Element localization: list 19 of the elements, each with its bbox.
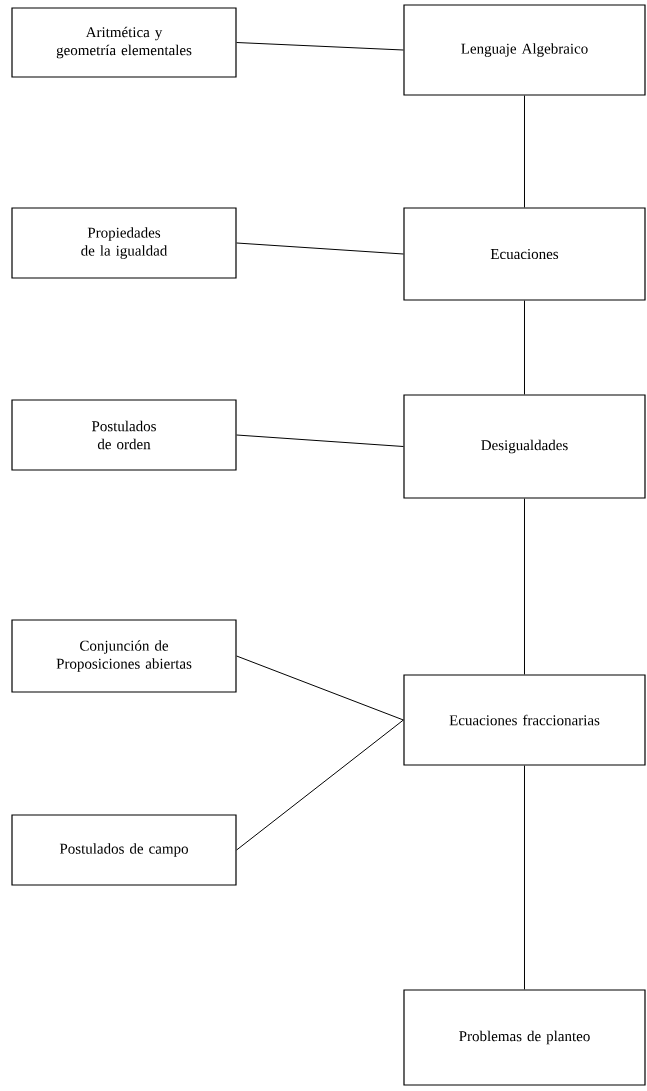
connector-line — [236, 42, 404, 51]
concept-box: Postulados de campo — [11, 814, 237, 886]
concept-box: Postulados de orden — [11, 399, 237, 471]
concept-box: Propiedades de la igualdad — [11, 207, 237, 279]
concept-box: Desigualdades — [403, 394, 646, 499]
concept-box: Aritmética y geometría elementales — [11, 7, 237, 78]
connector-line — [524, 300, 525, 395]
connector-line — [236, 242, 404, 255]
concept-box: Problemas de planteo — [403, 989, 646, 1086]
concept-box: Ecuaciones — [403, 207, 646, 301]
connector-line — [524, 498, 525, 675]
concept-box: Ecuaciones fraccionarias — [403, 674, 646, 766]
connector-line — [236, 655, 404, 721]
connector-line — [524, 95, 525, 208]
concept-box: Lenguaje Algebraico — [403, 4, 646, 96]
connector-line — [524, 765, 525, 990]
connector-line — [236, 719, 404, 851]
connector-line — [236, 434, 404, 447]
concept-box: Conjunción de Proposiciones abiertas — [11, 619, 237, 693]
